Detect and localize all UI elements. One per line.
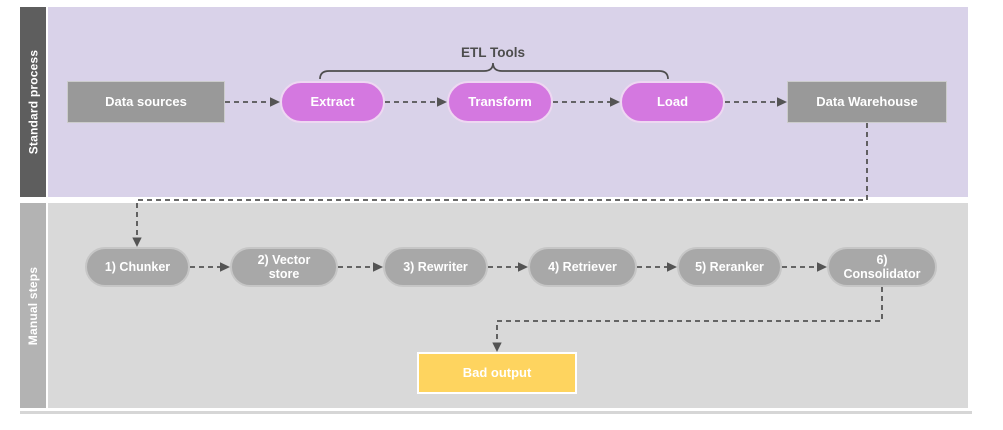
etl-tools-label: ETL Tools bbox=[461, 45, 525, 60]
canvas-bottom-edge bbox=[20, 411, 972, 414]
node-vector-store-label: 2) Vector store bbox=[257, 252, 311, 281]
node-extract-label: Extract bbox=[310, 93, 355, 109]
node-load-label: Load bbox=[656, 93, 689, 109]
node-retriever-label: 4) Retriever bbox=[548, 259, 617, 274]
arrowhead bbox=[610, 97, 620, 107]
node-consolidator-label: 6) Consolidator bbox=[843, 252, 921, 281]
node-transform: Transform bbox=[447, 81, 553, 123]
node-retriever: 4) Retriever bbox=[528, 247, 637, 287]
arrowhead bbox=[518, 262, 528, 272]
node-data-sources: Data sources bbox=[67, 81, 225, 123]
node-extract: Extract bbox=[280, 81, 385, 123]
node-bad-output: Bad output bbox=[417, 352, 577, 394]
node-reranker-label: 5) Reranker bbox=[695, 259, 764, 274]
node-data-warehouse-label: Data Warehouse bbox=[816, 93, 918, 109]
arrowhead bbox=[777, 97, 787, 107]
arrowhead bbox=[270, 97, 280, 107]
node-reranker: 5) Reranker bbox=[677, 247, 782, 287]
node-rewriter-label: 3) Rewriter bbox=[403, 259, 468, 274]
lane-label-bar-standard-process: Standard process bbox=[20, 7, 46, 197]
node-load: Load bbox=[620, 81, 725, 123]
node-vector-store: 2) Vector store bbox=[230, 247, 338, 287]
node-transform-label: Transform bbox=[468, 93, 532, 109]
arrowhead bbox=[667, 262, 677, 272]
arrowhead bbox=[437, 97, 447, 107]
etl-tools-brace bbox=[319, 62, 669, 80]
node-data-warehouse: Data Warehouse bbox=[787, 81, 947, 123]
arrowhead bbox=[817, 262, 827, 272]
node-data-sources-label: Data sources bbox=[105, 93, 187, 109]
connector-consolidator-badoutput bbox=[496, 287, 883, 343]
lane-label-bar-manual-steps: Manual steps bbox=[20, 203, 46, 408]
arrowhead bbox=[132, 237, 142, 247]
node-chunker-label: 1) Chunker bbox=[104, 259, 171, 274]
connector-warehouse-chunker bbox=[136, 123, 868, 238]
arrowhead bbox=[220, 262, 230, 272]
node-consolidator: 6) Consolidator bbox=[827, 247, 937, 287]
node-bad-output-label: Bad output bbox=[462, 364, 532, 380]
node-rewriter: 3) Rewriter bbox=[383, 247, 488, 287]
node-chunker: 1) Chunker bbox=[85, 247, 190, 287]
arrowhead bbox=[492, 342, 502, 352]
arrowhead bbox=[373, 262, 383, 272]
